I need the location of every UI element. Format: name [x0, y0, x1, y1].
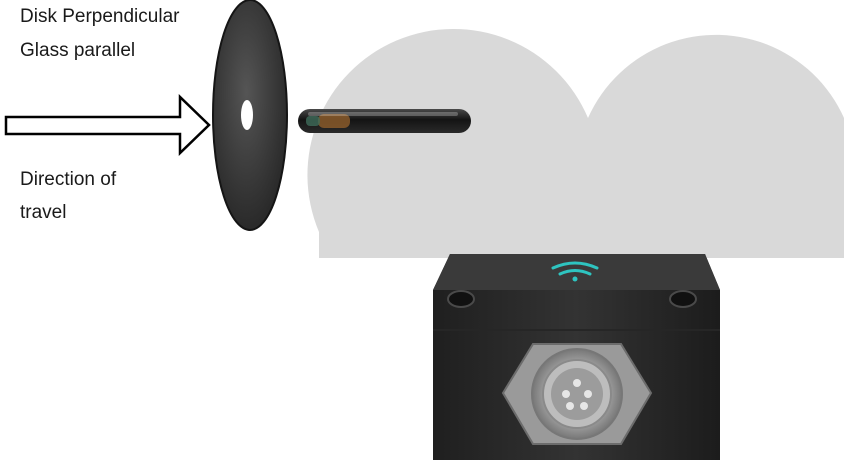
m12-connector-icon	[503, 344, 651, 444]
direction-label-line1: Direction of	[20, 166, 116, 194]
glass-tag-icon	[298, 109, 471, 133]
rfid-reader-icon	[433, 254, 720, 460]
disk-orientation-label: Disk Perpendicular	[20, 3, 179, 31]
read-field-icon	[307, 29, 844, 258]
disk-tag-icon	[213, 0, 287, 230]
direction-arrow-icon	[6, 97, 209, 153]
direction-label-line2: travel	[20, 199, 66, 227]
glass-orientation-label: Glass parallel	[20, 37, 135, 65]
